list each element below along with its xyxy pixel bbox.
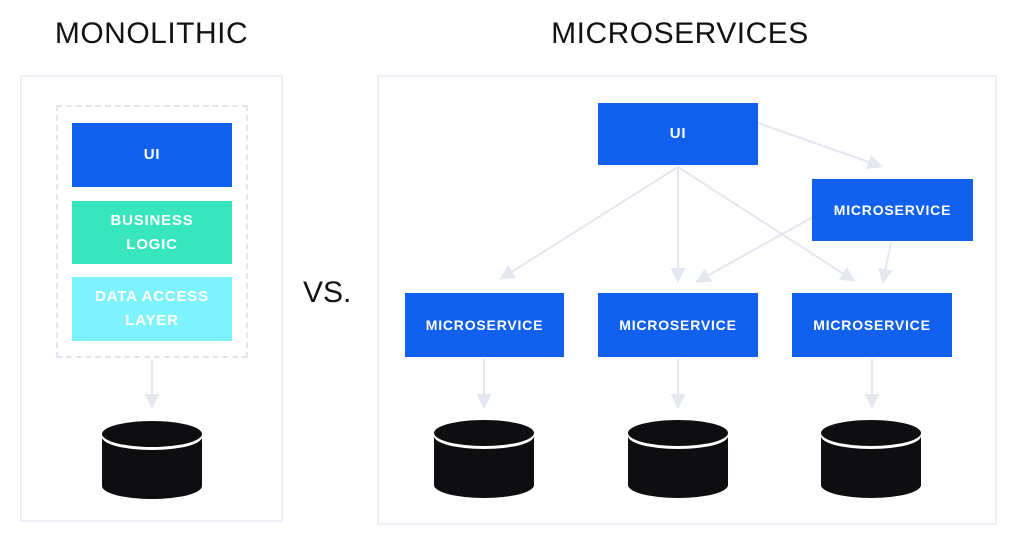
monolith-layer-ui: UI	[72, 123, 232, 187]
microservices-title: MICROSERVICES	[551, 17, 809, 50]
monolith-layer-business-logic: BUSINESS LOGIC	[72, 201, 232, 264]
database-icon	[821, 420, 921, 498]
microservice-node-3: MICROSERVICE	[792, 293, 952, 357]
microservice-node-1: MICROSERVICE	[405, 293, 564, 357]
microservice-node-satellite: MICROSERVICE	[812, 179, 973, 241]
database-icon	[434, 420, 534, 498]
monolith-layer-data-access: DATA ACCESS LAYER	[72, 277, 232, 341]
monolithic-title: MONOLITHIC	[54, 17, 249, 50]
microservices-ui-node: UI	[598, 103, 758, 165]
database-icon	[628, 420, 728, 498]
database-icon	[102, 421, 202, 499]
monolith-boundary	[56, 105, 248, 358]
vs-divider-label: VS.	[303, 276, 352, 309]
microservice-node-2: MICROSERVICE	[598, 293, 758, 357]
